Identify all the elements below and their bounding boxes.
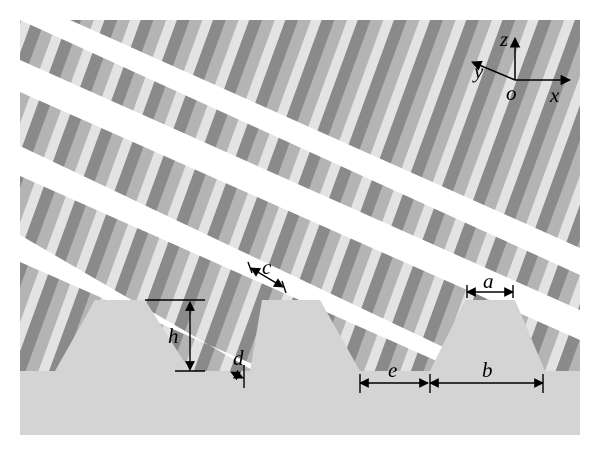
gap-strips xyxy=(20,20,580,412)
coordinate-axes xyxy=(471,36,572,86)
origin-label: o xyxy=(506,81,517,105)
d-label: d xyxy=(233,346,244,370)
d-dimension xyxy=(230,369,244,381)
h-label: h xyxy=(168,324,179,348)
c-dimension xyxy=(250,267,284,288)
y-axis xyxy=(471,60,516,81)
c-label: c xyxy=(262,255,272,279)
e-label: e xyxy=(388,358,397,382)
y-axis-label: y xyxy=(472,59,484,83)
a-label: a xyxy=(483,269,494,293)
z-axis-label: z xyxy=(499,27,508,51)
x-axis-label: x xyxy=(549,83,560,107)
substrate xyxy=(20,300,580,435)
b-label: b xyxy=(482,358,493,382)
dimension-lines xyxy=(145,261,544,393)
